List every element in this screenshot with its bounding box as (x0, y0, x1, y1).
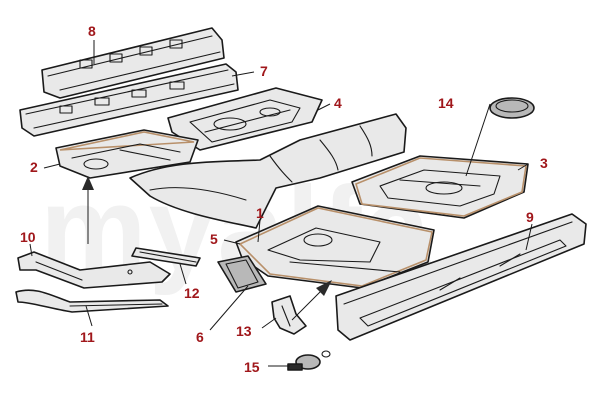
part-7-lower-panel[interactable] (19, 63, 239, 137)
arrow-up (82, 176, 94, 244)
part-4-rear-floor[interactable] (167, 87, 323, 151)
callout-8[interactable]: 8 (88, 23, 96, 39)
callouts: 8 7 4 2 14 3 1 5 9 10 12 6 11 13 15 (20, 23, 548, 375)
callout-7[interactable]: 7 (260, 63, 268, 79)
part-9-sill[interactable] (335, 213, 587, 341)
callout-11[interactable]: 11 (80, 329, 95, 345)
callout-4[interactable]: 4 (334, 95, 342, 111)
leader-lines (29, 40, 533, 367)
callout-10[interactable]: 10 (20, 229, 36, 245)
part-14-plug[interactable] (489, 97, 535, 119)
callout-9[interactable]: 9 (526, 209, 534, 225)
arrow-diagonal (291, 280, 332, 321)
callout-5[interactable]: 5 (210, 231, 218, 247)
part-10-frame-bracket[interactable] (17, 251, 171, 289)
callout-1[interactable]: 1 (256, 205, 264, 221)
part-2-seat-floor[interactable] (55, 129, 199, 179)
part-1-front-floor[interactable] (235, 205, 435, 289)
callout-14[interactable]: 14 (438, 95, 454, 111)
part-3-spare-pan[interactable] (351, 155, 529, 219)
callout-13[interactable]: 13 (236, 323, 252, 339)
callout-15[interactable]: 15 (244, 359, 260, 375)
part-6-plate[interactable] (217, 255, 267, 293)
callout-12[interactable]: 12 (184, 285, 200, 301)
callout-6[interactable]: 6 (196, 329, 204, 345)
part-11-cross-member[interactable] (15, 289, 169, 313)
part-12-rail[interactable] (131, 247, 201, 267)
transmission-tunnel[interactable] (129, 113, 407, 229)
part-8-upper-panel[interactable] (41, 27, 225, 99)
part-13-bracket[interactable] (271, 295, 307, 335)
callout-2[interactable]: 2 (30, 159, 38, 175)
part-15-fastener[interactable] (287, 350, 331, 371)
callout-3[interactable]: 3 (540, 155, 548, 171)
